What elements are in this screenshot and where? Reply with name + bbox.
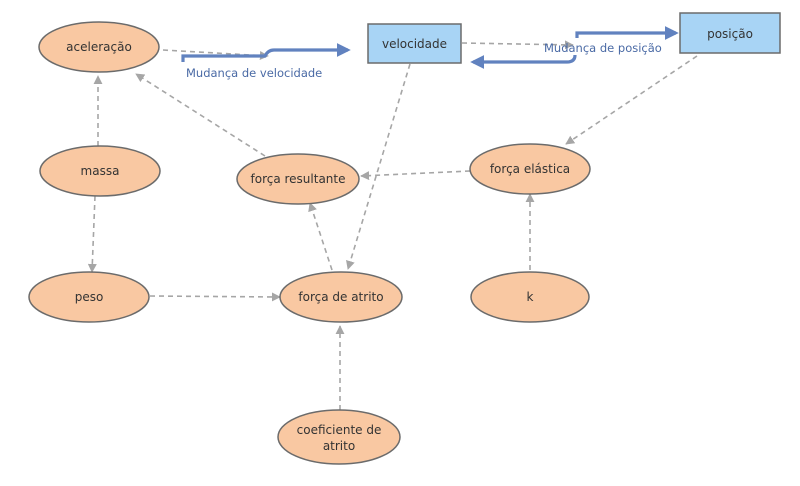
node-peso-label: peso <box>75 290 104 304</box>
node-k-label: k <box>527 290 534 304</box>
flow-mudanca-posicao: Mudança de posição <box>470 26 679 69</box>
node-massa-label: massa <box>81 164 120 178</box>
flow-pipe-posicao-top <box>575 26 679 40</box>
node-peso: peso <box>28 271 150 323</box>
node-massa: massa <box>39 145 161 197</box>
node-forca-resultante: força resultante <box>236 153 360 205</box>
links <box>87 40 698 410</box>
stock-velocidade: velocidade <box>367 23 462 64</box>
node-forca-elastica: força elástica <box>469 143 591 195</box>
node-aceleracao-label: aceleração <box>66 40 132 54</box>
flow-pipe-posicao-bottom <box>470 54 577 69</box>
node-aceleracao: aceleração <box>38 21 160 73</box>
node-forca-elastica-label: força elástica <box>490 162 570 176</box>
stock-posicao: posição <box>679 12 781 54</box>
node-forca-atrito-label: força de atrito <box>298 290 383 304</box>
link-forca-atrito-to-forca-resultante <box>308 202 333 271</box>
link-velocidade-to-forca-atrito <box>346 63 411 270</box>
node-forca-resultante-label: força resultante <box>251 172 346 186</box>
flow-label-velocidade: Mudança de velocidade <box>186 66 322 80</box>
flow-label-posicao: Mudança de posição <box>544 41 662 55</box>
flow-mudanca-velocidade: Mudança de velocidade <box>181 43 351 80</box>
stock-velocidade-label: velocidade <box>382 37 447 51</box>
node-k: k <box>470 271 590 323</box>
link-peso-to-forca-atrito <box>149 292 281 302</box>
node-coeficiente-atrito-label-1: coeficiente de <box>297 423 382 437</box>
node-coeficiente-atrito-label-2: atrito <box>323 439 355 453</box>
link-posicao-to-forca-elastica <box>565 55 698 145</box>
stock-posicao-label: posição <box>707 27 753 41</box>
node-forca-atrito: força de atrito <box>279 271 403 323</box>
link-forca-elastica-to-forca-resultante <box>360 170 471 181</box>
flow-pipe-velocidade <box>181 43 351 62</box>
link-velocidade-to-posicao <box>461 40 574 50</box>
node-coeficiente-atrito: coeficiente de atrito <box>277 409 401 465</box>
link-massa-to-peso <box>87 195 97 273</box>
link-forca-resultante-to-aceleracao <box>135 73 266 157</box>
